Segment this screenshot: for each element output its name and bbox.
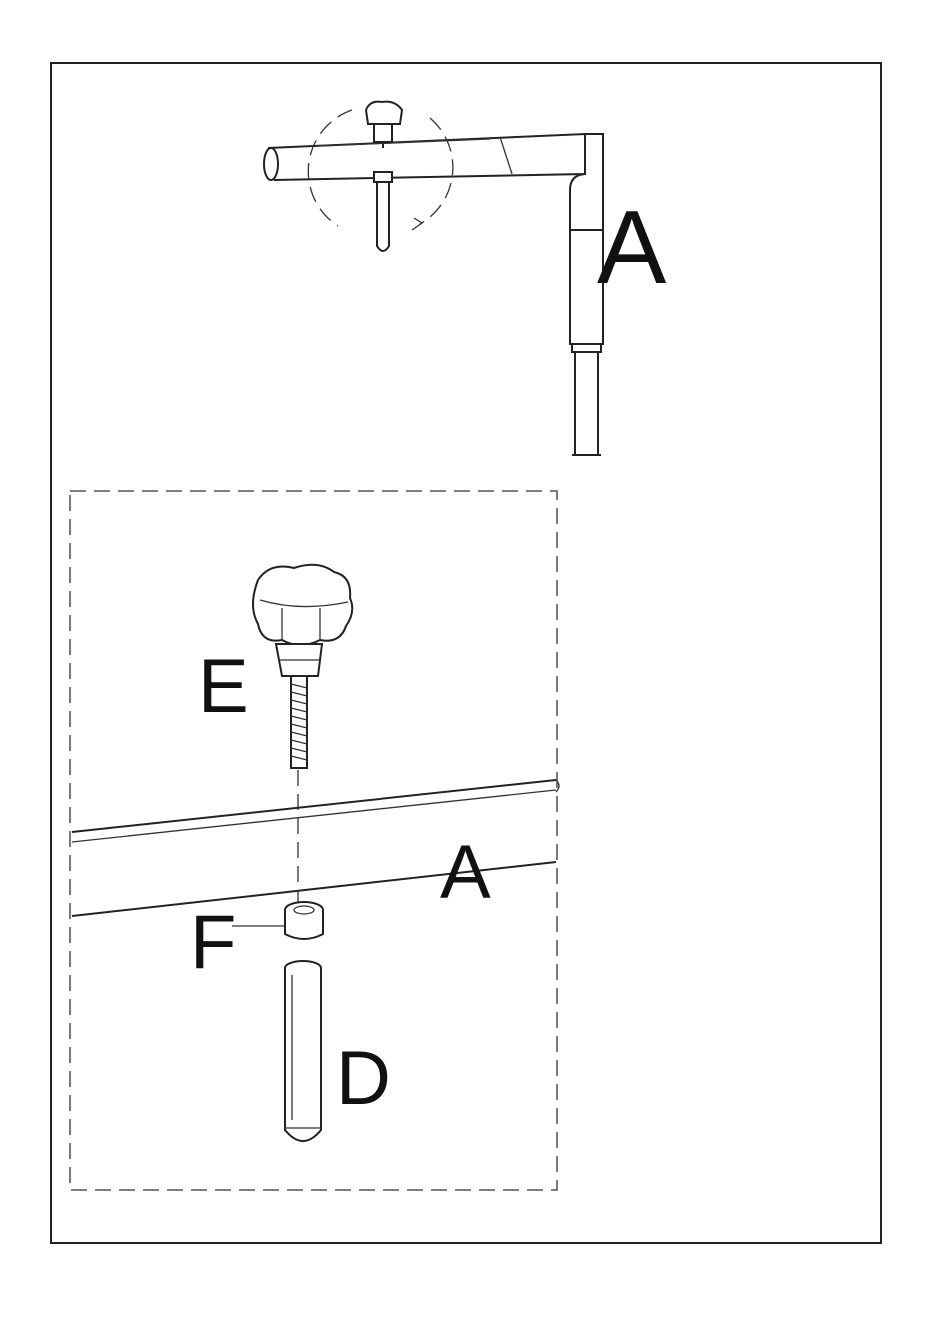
pin-d	[285, 961, 321, 1141]
pin-assembled	[374, 172, 392, 251]
frame-horizontal-tube	[264, 134, 585, 180]
label-knob: E	[198, 644, 249, 729]
label-spacer: F	[190, 900, 236, 985]
label-pin: D	[336, 1036, 391, 1121]
page-border	[51, 63, 881, 1243]
assembled-view: A	[264, 102, 667, 455]
knob-e	[253, 565, 352, 768]
spacer-f	[232, 902, 323, 939]
label-frame-detail: A	[440, 830, 491, 915]
knob-assembled	[366, 102, 402, 148]
label-frame-top: A	[597, 190, 667, 306]
exploded-detail: E A F D	[70, 491, 559, 1190]
